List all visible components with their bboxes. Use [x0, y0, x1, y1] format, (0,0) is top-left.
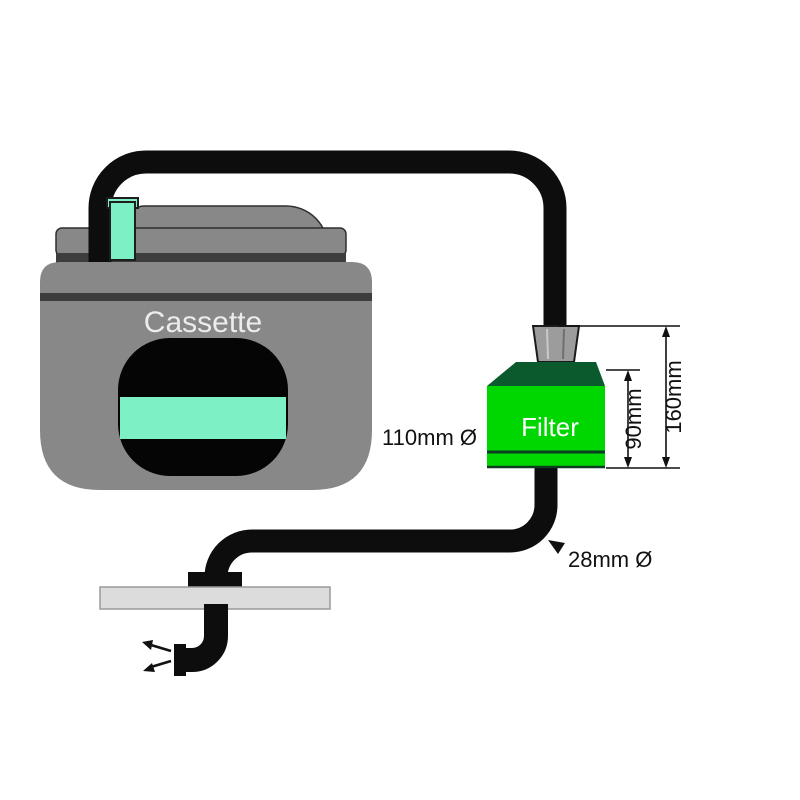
vent-fitting — [109, 201, 136, 261]
flow-arrow-lower-head-icon — [143, 663, 155, 672]
cassette-lid-strip — [56, 253, 346, 263]
vent-hose — [88, 150, 567, 334]
flow-arrow-upper-line — [150, 643, 172, 653]
filter-diameter-label: 110mm Ø — [382, 425, 477, 450]
pipe-diameter-label: 28mm Ø — [568, 547, 652, 572]
dim-arrow-160-bottom-icon — [662, 457, 670, 468]
dim-arrow-160-top-icon — [662, 326, 670, 337]
dim-arrow-90-top-icon — [624, 370, 632, 381]
floor-flange-collar — [188, 572, 242, 587]
filter-body — [487, 386, 605, 468]
cassette-label: Cassette — [144, 306, 262, 339]
waste-pipe — [204, 455, 558, 606]
cassette-body-stripe — [40, 293, 372, 301]
dim-arrow-90-bottom-icon — [624, 457, 632, 468]
total-height-label: 160mm — [661, 360, 686, 433]
pipe-diameter-arrow-icon — [548, 540, 565, 554]
discharge-elbow — [186, 604, 228, 672]
discharge-outlet — [174, 644, 186, 676]
flow-arrow-lower-line — [150, 659, 172, 669]
filter-connector-ridge-right — [562, 328, 565, 360]
flow-arrow-upper-head-icon — [142, 640, 153, 650]
filter-connector-nut — [531, 325, 581, 363]
filter-funnel — [487, 362, 605, 386]
filter-connector-ridge-left — [546, 328, 549, 360]
filter-height-label: 90mm — [621, 388, 646, 449]
filter-label: Filter — [521, 412, 579, 442]
cassette-opening-band — [120, 397, 286, 439]
